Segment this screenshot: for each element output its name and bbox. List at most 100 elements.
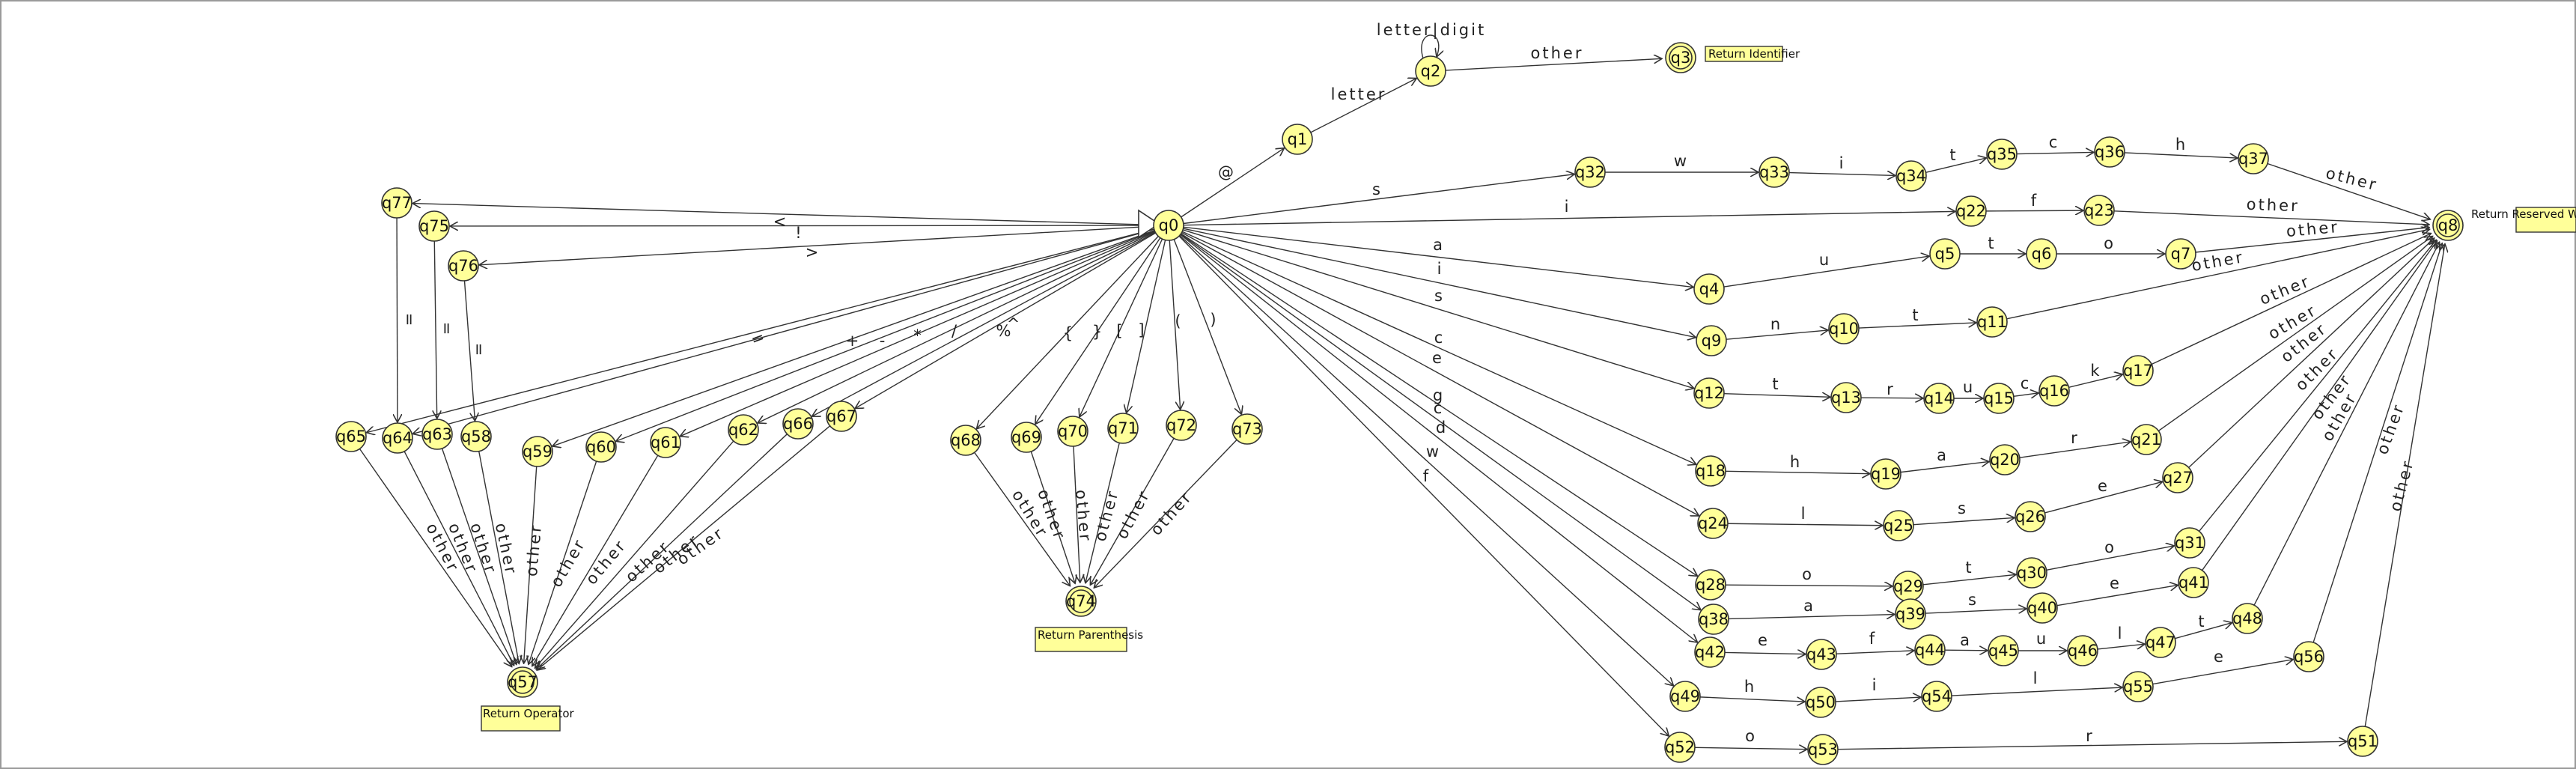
- state-q0: q0: [1153, 210, 1184, 241]
- state-label-q42: q42: [1695, 643, 1725, 661]
- transition-label-q0-q28: g: [1433, 386, 1445, 404]
- transition-q22-q23: [1985, 210, 2083, 211]
- transition-q0-q65: [366, 228, 1154, 433]
- state-q59: q59: [522, 436, 553, 467]
- state-label-q10: q10: [1829, 320, 1859, 338]
- transition-q23-q8: [2113, 210, 2429, 225]
- transition-label-q2-q3: other: [1531, 44, 1584, 62]
- transition-label-q0-q75: <: [773, 213, 789, 231]
- state-q8: q8: [2432, 210, 2464, 241]
- state-label-q64: q64: [383, 429, 412, 447]
- transition-q33-q34: [1788, 173, 1896, 176]
- transition-label-q76-q58: =: [470, 343, 488, 359]
- transition-q66-q57: [536, 434, 788, 669]
- state-q40: q40: [2027, 592, 2058, 624]
- transition-label-q0-q66: %: [996, 322, 1014, 340]
- state-label-q74: q74: [1066, 592, 1096, 610]
- transition-q50-q54: [1835, 697, 1921, 702]
- transition-q0-q22: [1183, 211, 1955, 226]
- state-q35: q35: [1986, 139, 2018, 170]
- transition-q36-q37: [2124, 152, 2238, 158]
- state-q1: q1: [1282, 124, 1313, 155]
- state-q11: q11: [1976, 306, 2008, 338]
- state-label-q67: q67: [826, 407, 856, 425]
- transition-q63-q57: [441, 448, 517, 664]
- transition-q47-q48: [2175, 623, 2232, 639]
- transition-q15-q16: [2013, 393, 2038, 397]
- transition-label-q61-q57: other: [582, 536, 630, 589]
- transition-label-q25-q26: s: [1958, 499, 1968, 517]
- state-label-q77: q77: [382, 194, 412, 212]
- state-q70: q70: [1057, 416, 1088, 447]
- transition-label-q0-q72: (: [1175, 312, 1183, 330]
- transition-label-q9-q10: n: [1770, 315, 1782, 333]
- output-notes: Return Identifier Return Reserved Word R…: [481, 46, 2576, 732]
- state-label-q58: q58: [461, 428, 491, 446]
- transition-label-q0-q68: {: [1063, 324, 1075, 342]
- transition-q0-q9: [1183, 228, 1696, 337]
- state-q30: q30: [2016, 557, 2047, 589]
- transition-q24-q25: [1727, 523, 1883, 526]
- transition-q0-q76: [479, 225, 1154, 265]
- state-q67: q67: [826, 401, 857, 432]
- transition-q0-q4: [1183, 226, 1693, 287]
- transition-label-q0-q59: +: [846, 332, 862, 350]
- transition-q0-q71: [1127, 240, 1166, 413]
- transition-label-q20-q21: r: [2071, 429, 2080, 447]
- transition-label-q75-q63: =: [438, 322, 456, 338]
- transition-label-q54-q55: l: [2033, 669, 2040, 687]
- transition-q53-q51: [1837, 741, 2347, 750]
- state-label-q12: q12: [1694, 384, 1724, 402]
- transition-label-q0-q38: c: [1434, 399, 1445, 417]
- state-label-q29: q29: [1893, 577, 1923, 595]
- state-label-q51: q51: [2348, 732, 2378, 750]
- state-q7: q7: [2165, 238, 2196, 270]
- transition-q55-q56: [2152, 660, 2294, 685]
- state-q60: q60: [585, 431, 617, 463]
- state-label-q6: q6: [2032, 245, 2052, 263]
- state-q43: q43: [1806, 639, 1837, 670]
- transition-label-q52-q53: o: [1745, 727, 1757, 745]
- note-operator-box: [481, 705, 561, 732]
- transition-label-q53-q51: r: [2086, 727, 2095, 745]
- state-label-q2: q2: [1421, 62, 1441, 80]
- transition-label-q19-q20: a: [1937, 446, 1949, 464]
- state-q16: q16: [2038, 375, 2070, 407]
- state-q19: q19: [1870, 458, 1901, 490]
- state-q55: q55: [2122, 671, 2154, 702]
- transition-label-q39-q40: s: [1968, 591, 1979, 609]
- state-q39: q39: [1895, 598, 1926, 630]
- state-label-q54: q54: [1922, 687, 1952, 705]
- transition-q0-q68: [976, 236, 1159, 429]
- state-label-q55: q55: [2123, 678, 2153, 696]
- state-label-q38: q38: [1699, 610, 1729, 628]
- transition-label-q22-q23: f: [2031, 192, 2038, 210]
- state-q4: q4: [1693, 273, 1725, 305]
- transition-q69-q74: [1030, 451, 1075, 583]
- transition-label-q70-q74: other: [1072, 489, 1094, 544]
- transition-label-q2-q2: letter|digit: [1377, 21, 1486, 40]
- state-q53: q53: [1807, 734, 1839, 765]
- state-q41: q41: [2178, 567, 2209, 598]
- transition-q19-q20: [1900, 461, 1989, 473]
- state-label-q28: q28: [1696, 576, 1726, 594]
- transition-label-q43-q44: f: [1869, 630, 1877, 648]
- state-label-q50: q50: [1806, 693, 1836, 711]
- state-q38: q38: [1698, 604, 1729, 635]
- transition-label-q0-q62: /: [951, 322, 959, 340]
- note-reserved-box: [2515, 207, 2576, 233]
- state-q37: q37: [2238, 143, 2269, 174]
- state-q31: q31: [2174, 527, 2205, 559]
- state-q63: q63: [421, 419, 453, 450]
- transition-q58-q57: [478, 451, 520, 664]
- transition-q21-q8: [2158, 236, 2432, 431]
- transition-label-q47-q48: t: [2198, 613, 2206, 630]
- transition-label-q0-q76: >: [806, 243, 821, 261]
- start-arrow: [1138, 209, 1160, 239]
- transition-q67-q57: [537, 425, 831, 670]
- transition-q20-q21: [2019, 442, 2131, 458]
- transition-q2-q2: [1421, 34, 1439, 59]
